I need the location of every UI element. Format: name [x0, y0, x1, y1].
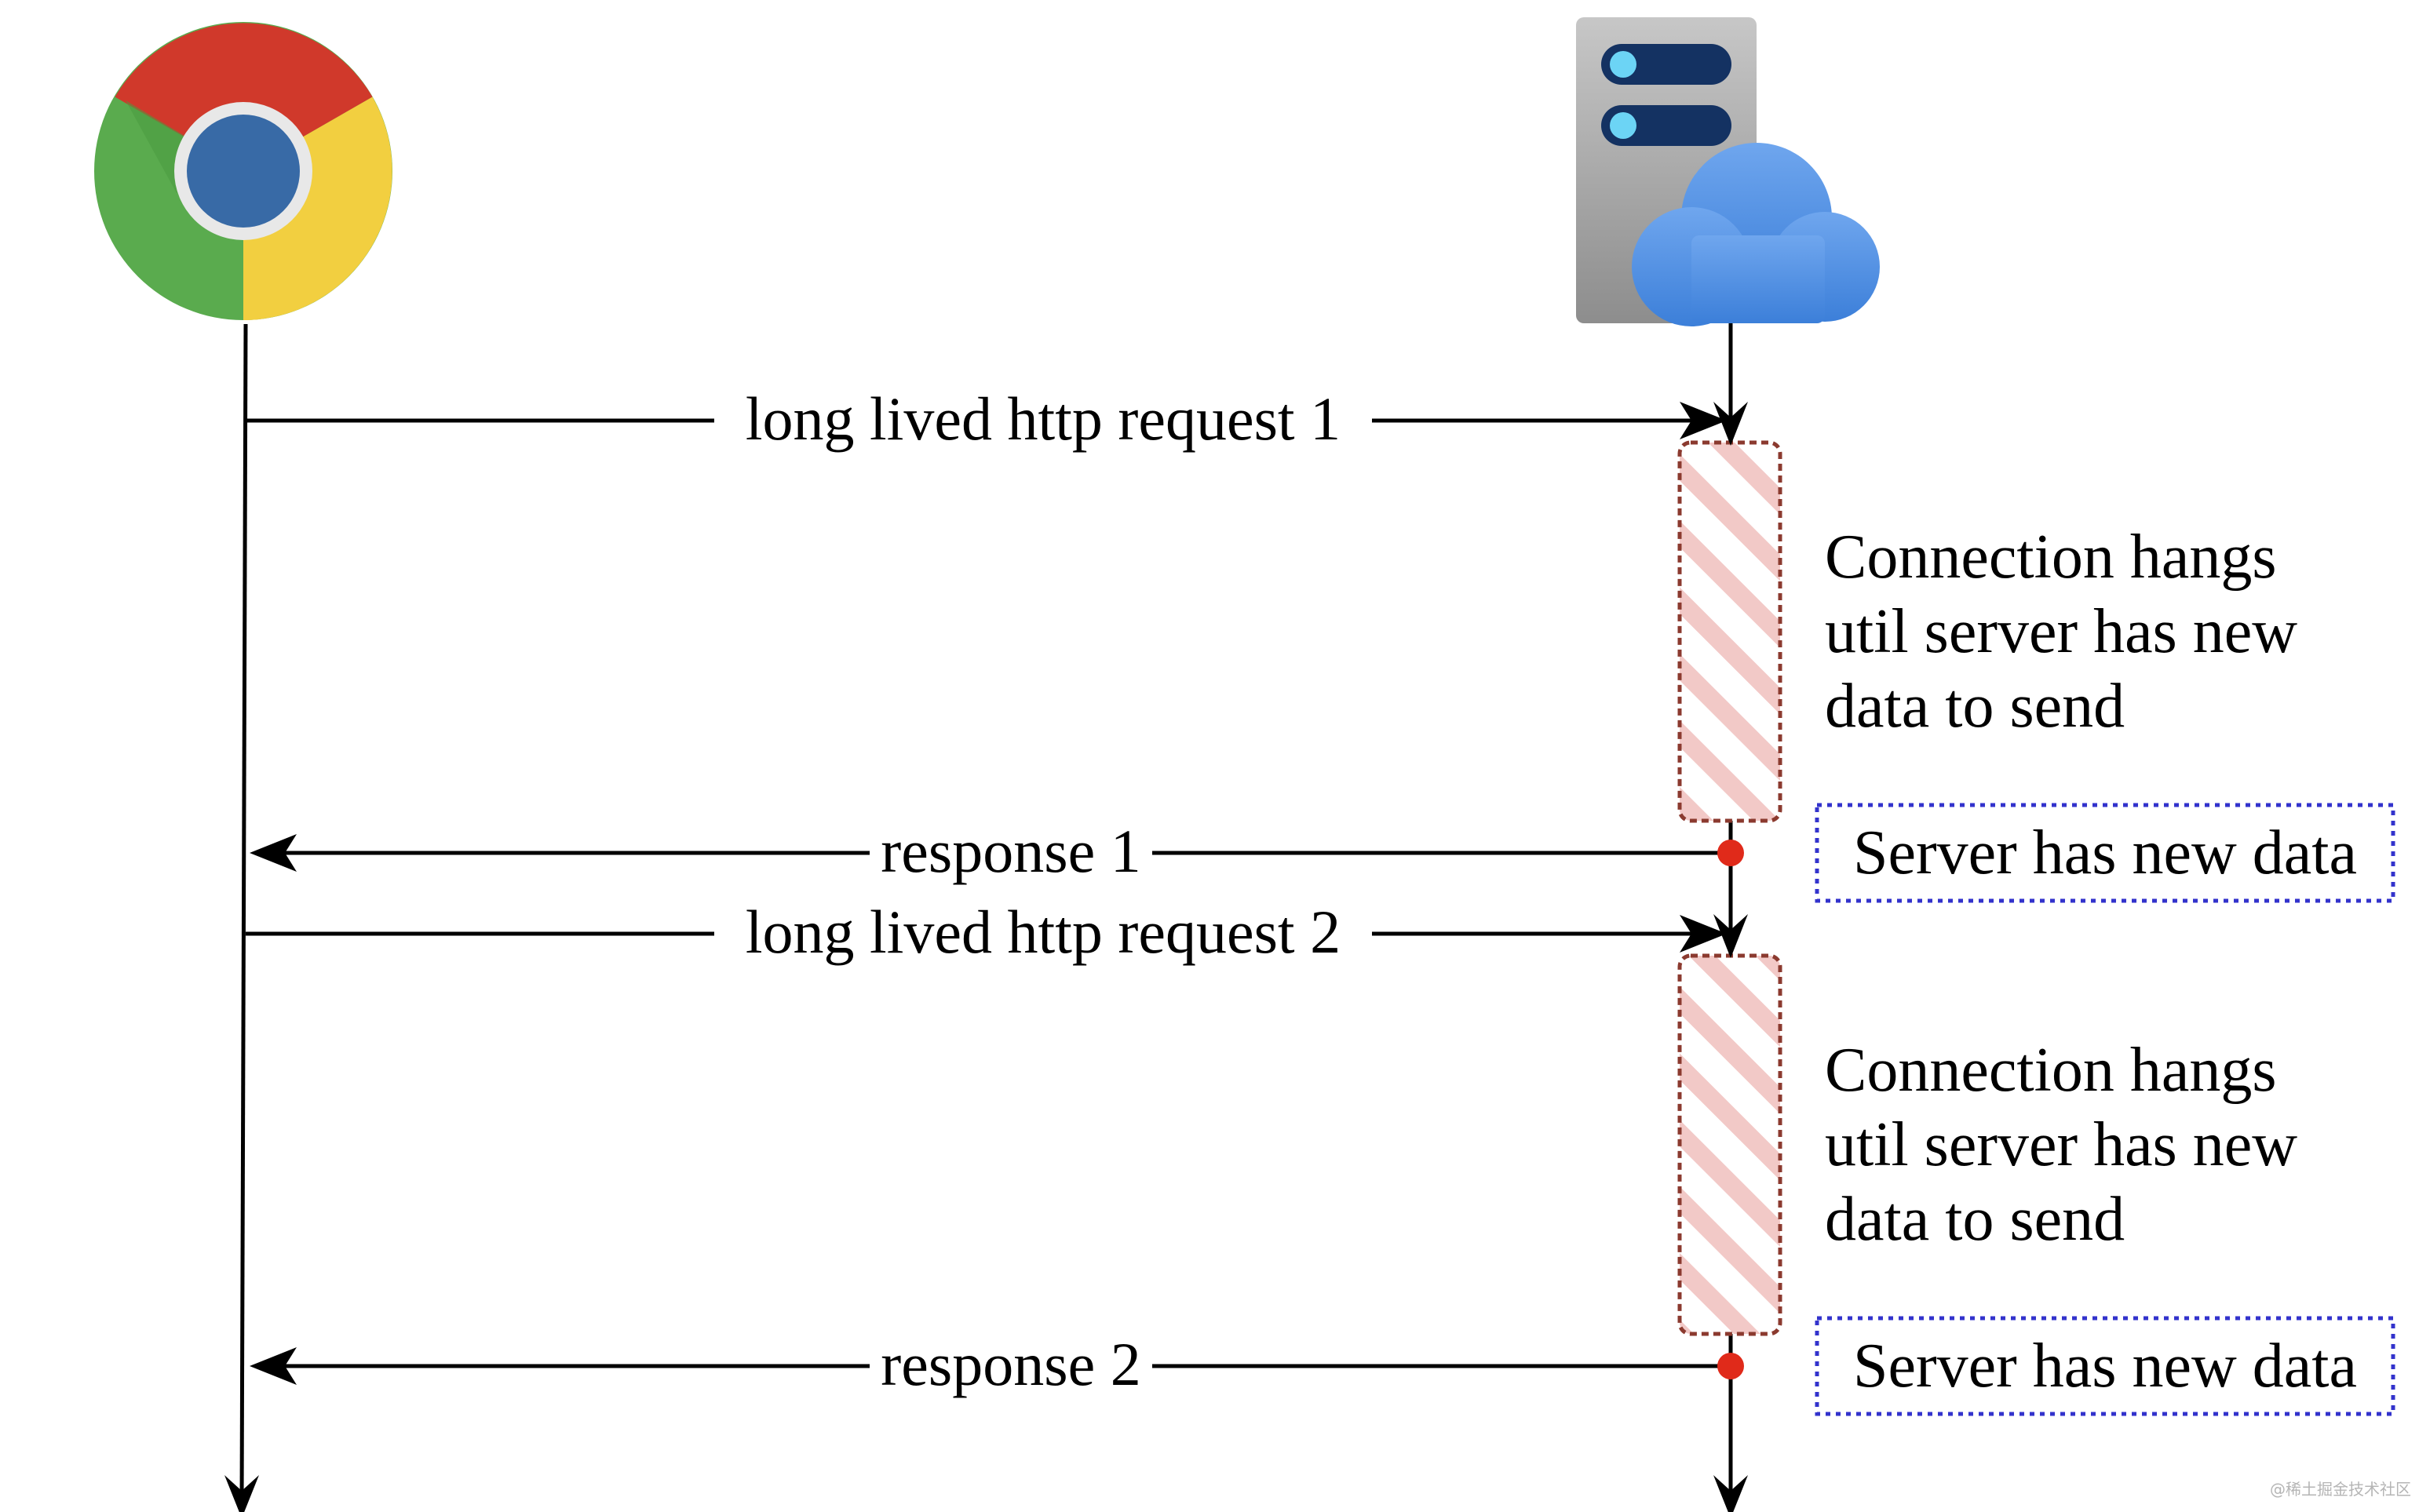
wait-note-1: Connection hangs util server has new dat…: [1825, 523, 2297, 741]
message-label: long lived http request 2: [746, 898, 1341, 966]
message-request-1: long lived http request 1: [246, 384, 1727, 453]
event-box-2: Server has new data: [1815, 1316, 2395, 1416]
message-response-2: response 2: [250, 1330, 1731, 1398]
wait-note-2: Connection hangs util server has new dat…: [1825, 1036, 2297, 1254]
cloud-server-icon: [1576, 17, 1880, 326]
wait-note-line: util server has new: [1825, 597, 2297, 666]
chrome-browser-icon: [94, 22, 392, 320]
request-2-down-arrowhead: [1713, 914, 1748, 958]
event-label: Server has new data: [1853, 1332, 2357, 1401]
message-response-1: response 1: [250, 817, 1731, 885]
request-1-down-arrowhead: [1713, 402, 1748, 446]
wait-note-line: data to send: [1825, 672, 2125, 741]
wait-note-line: data to send: [1825, 1185, 2125, 1254]
wait-note-line: Connection hangs: [1825, 523, 2276, 592]
watermark: @稀土掘金技术社区: [2270, 1480, 2411, 1499]
message-label: long lived http request 1: [746, 384, 1341, 453]
event-label: Server has new data: [1853, 818, 2357, 887]
event-dot-2: [1717, 1353, 1744, 1379]
wait-note-line: Connection hangs: [1825, 1036, 2276, 1105]
message-request-2: long lived http request 2: [246, 898, 1727, 966]
wait-note-line: util server has new: [1825, 1110, 2297, 1179]
wait-box-1: [1677, 440, 1782, 823]
event-box-1: Server has new data: [1815, 803, 2395, 903]
wait-box-2: [1677, 953, 1782, 1336]
client-lifeline: [224, 323, 259, 1512]
event-dot-1: [1717, 840, 1744, 866]
message-label: response 2: [881, 1330, 1140, 1398]
message-label: response 1: [881, 817, 1140, 885]
